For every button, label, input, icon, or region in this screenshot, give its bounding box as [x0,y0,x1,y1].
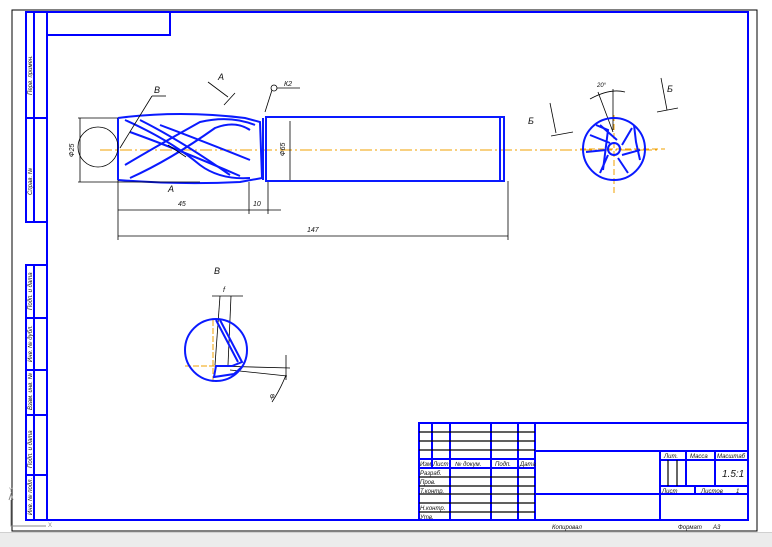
scale-label: Масштаб [717,454,746,460]
scale-value: 1.5:1 [722,469,744,480]
section-b-label: Б [528,116,534,126]
sheet-border [11,9,758,532]
view-b-label: В [154,85,160,95]
sheets-count: 1 [736,489,739,495]
sheet-label: Лист [661,489,677,495]
dim-phi: φ [270,393,275,400]
lit-label: Лит. [663,454,678,460]
header-list: Лист [432,462,448,468]
title-block-text: Изм Лист № докум. Подп. Дата Разраб. Про… [419,454,746,531]
dimensions [77,77,679,240]
stamp-text: Перв. примен. [28,55,34,95]
section-a-label: А [217,72,224,82]
role-label: Н.контр. [420,506,445,512]
format-value: А3 [712,525,721,531]
section-a-label: А [167,184,174,194]
role-label: Т.контр. [420,489,444,495]
header-date: Дата [519,462,536,468]
coordinate-axes-icon [8,492,46,527]
title-block [418,422,749,521]
roughness-label: К2 [284,81,292,88]
axis-y-label: Y [9,488,13,494]
end-mill-end-view [580,115,665,195]
section-b-label: Б [667,84,673,94]
dim-len-cut: 45 [178,201,186,208]
format-label: Формат [678,525,702,531]
dim-dia-shank: Ф65 [280,143,287,156]
sheets-label: Листов [700,489,723,495]
end-mill-side-view [117,113,505,185]
dim-dia-head: Ф25 [69,144,76,157]
dim-len-neck: 10 [253,201,261,208]
side-stamps: Перв. примен. Справ. № Подп. и дата Инв.… [27,55,34,515]
mass-label: Масса [690,454,708,460]
detail-view-b: В f φ [184,266,291,403]
angle-label: 20° [596,83,607,89]
copied-label: Копировал [552,525,582,531]
dimension-labels: Ф25 Ф65 45 10 147 А А В К2 Б Б 20° [69,72,673,234]
role-label: Разраб. [420,471,442,477]
axis-x-label: X [48,523,52,529]
role-label: Пров. [420,480,436,486]
header-sign: Подп. [495,462,511,468]
dim-f: f [223,287,226,294]
stamp-text: Инв. № подл. [27,478,34,515]
drawing-frame [25,11,749,521]
header-doc: № докум. [455,461,481,468]
stamp-text: Подп. и дата [28,272,34,310]
role-label: Утв. [419,515,434,521]
stamp-text: Взам. инв. № [27,372,34,410]
stamp-text: Подп. и дата [28,430,34,468]
view-b-title: В [214,266,220,276]
header-izm: Изм [420,462,431,468]
stamp-text: Справ. № [27,167,34,195]
horizontal-scrollbar[interactable] [0,532,772,547]
dim-len-total: 147 [307,227,320,234]
stamp-text: Инв. № дубл. [27,325,34,362]
